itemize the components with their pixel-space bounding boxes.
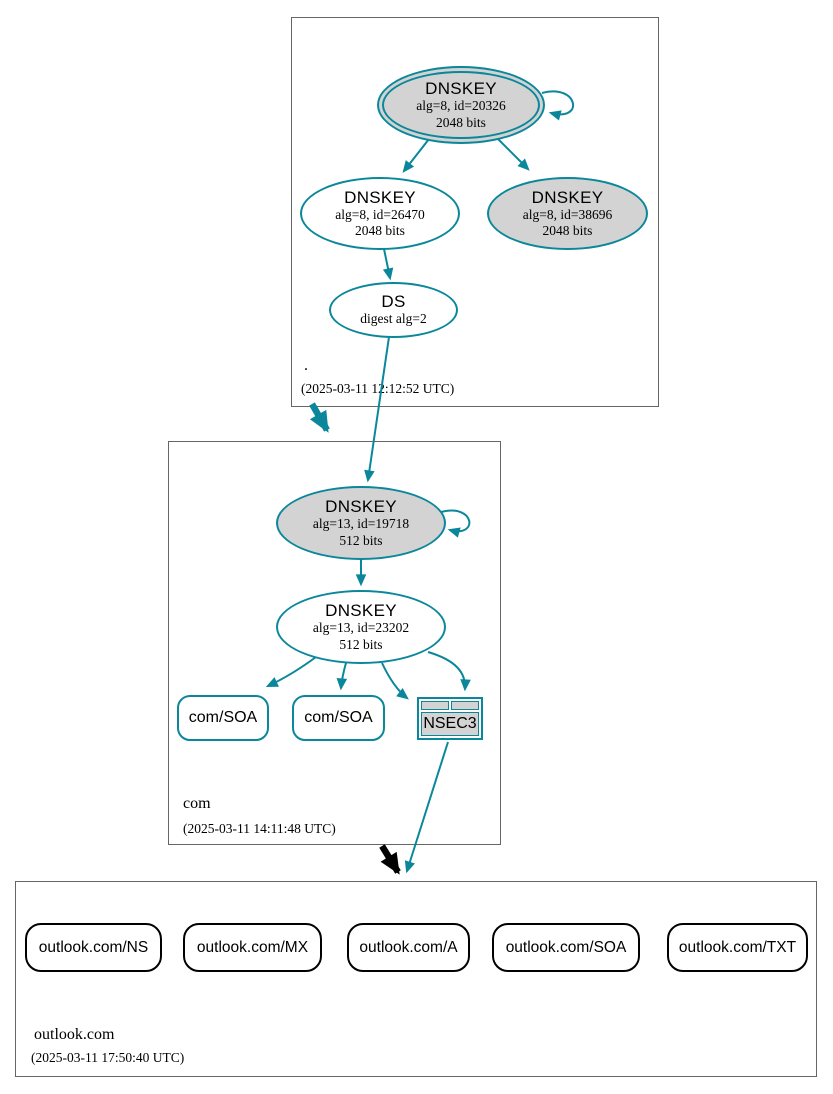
rrset-node-com-soa-2: com/SOA <box>292 695 385 741</box>
dnskey-alg-id: alg=13, id=19718 <box>312 516 410 532</box>
zone-timestamp-root: (2025-03-11 12:12:52 UTC) <box>301 381 455 396</box>
dnskey-alg-id: alg=8, id=38696 <box>522 206 613 222</box>
rrset-label: com/SOA <box>188 709 258 726</box>
nsec3-cell <box>421 701 449 710</box>
dnskey-alg-id: alg=8, id=20326 <box>416 98 506 114</box>
edge-delegation-root-com <box>309 402 330 433</box>
dnskey-alg-id: alg=13, id=23202 <box>312 620 410 636</box>
rrset-node-outlook-ns: outlook.com/NS <box>25 923 162 972</box>
zone-box-root <box>291 17 659 407</box>
nsec3-header-row <box>421 701 479 710</box>
rrset-node-com-soa-1: com/SOA <box>177 695 269 741</box>
zone-timestamp-outlook: (2025-03-11 17:50:40 UTC) <box>31 1050 185 1065</box>
dnskey-node-root-ksk: DNSKEY alg=8, id=20326 2048 bits <box>377 66 545 144</box>
nsec3-cell <box>451 701 479 710</box>
dnskey-node-root-38696: DNSKEY alg=8, id=38696 2048 bits <box>487 177 648 250</box>
ds-digest: digest alg=2 <box>360 311 427 327</box>
rrset-label: com/SOA <box>304 709 373 726</box>
rrset-label: outlook.com/NS <box>38 938 149 956</box>
dnskey-title: DNSKEY <box>425 79 497 99</box>
rrset-node-outlook-a: outlook.com/A <box>347 923 470 972</box>
rrset-label: outlook.com/MX <box>196 938 309 956</box>
rrset-node-outlook-soa: outlook.com/SOA <box>492 923 640 972</box>
zone-label-root: . <box>304 357 308 374</box>
dnskey-title: DNSKEY <box>325 601 397 621</box>
zone-box-com <box>168 441 501 845</box>
zone-label-com: com <box>183 795 211 812</box>
dnskey-bits: 2048 bits <box>542 223 593 239</box>
dnskey-title: DNSKEY <box>325 497 397 517</box>
ds-title: DS <box>381 292 406 312</box>
edge-delegation-com-outlook <box>379 844 401 875</box>
dnskey-bits: 512 bits <box>339 532 383 548</box>
zone-label-outlook: outlook.com <box>34 1026 115 1043</box>
rrset-label: outlook.com/TXT <box>678 938 797 956</box>
dnskey-title: DNSKEY <box>344 187 416 207</box>
nsec3-label: NSEC3 <box>421 712 479 736</box>
nsec3-node: NSEC3 <box>417 697 483 740</box>
dnskey-bits: 2048 bits <box>436 114 486 130</box>
rrset-label: outlook.com/A <box>359 938 458 956</box>
dnskey-alg-id: alg=8, id=26470 <box>335 206 425 222</box>
dnskey-bits: 2048 bits <box>355 223 405 239</box>
zone-timestamp-com: (2025-03-11 14:11:48 UTC) <box>183 821 336 836</box>
dnskey-bits: 512 bits <box>339 636 383 652</box>
dnskey-node-root-zsk: DNSKEY alg=8, id=26470 2048 bits <box>300 177 460 250</box>
ds-node-root: DS digest alg=2 <box>329 282 458 338</box>
rrset-node-outlook-txt: outlook.com/TXT <box>667 923 808 972</box>
dnskey-title: DNSKEY <box>531 187 604 207</box>
zone-box-outlook <box>15 881 817 1077</box>
rrset-label: outlook.com/SOA <box>505 938 627 956</box>
rrset-node-outlook-mx: outlook.com/MX <box>183 923 322 972</box>
dnskey-node-com-zsk: DNSKEY alg=13, id=23202 512 bits <box>276 590 446 664</box>
dnskey-node-com-ksk: DNSKEY alg=13, id=19718 512 bits <box>276 486 446 560</box>
